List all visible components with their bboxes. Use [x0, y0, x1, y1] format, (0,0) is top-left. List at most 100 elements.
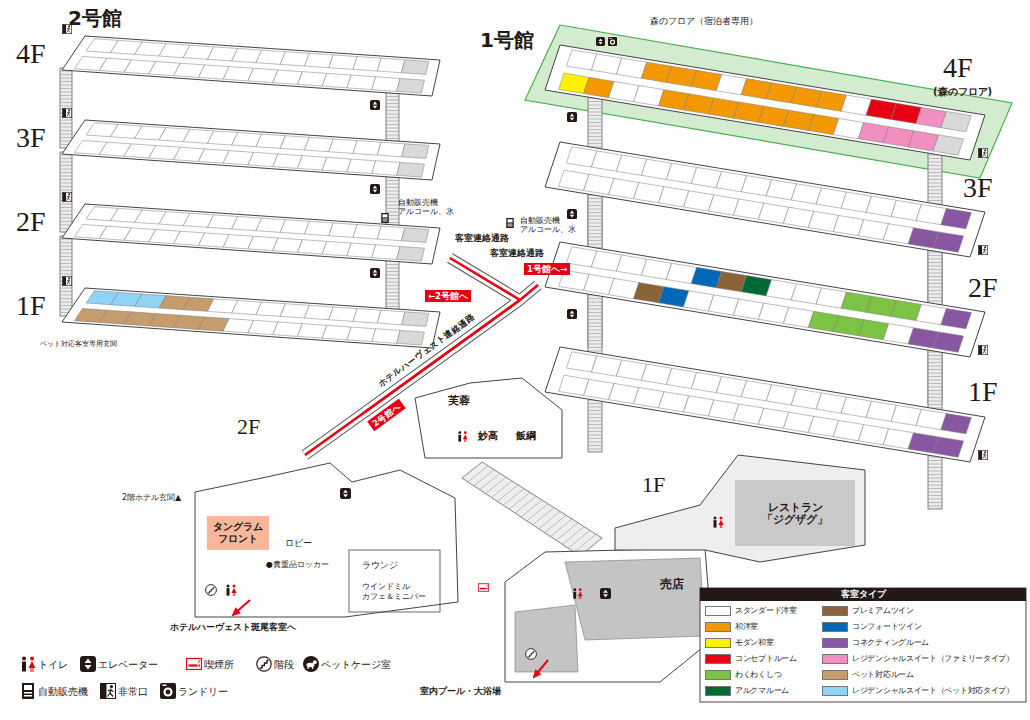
stair-step [588, 316, 602, 317]
stair-step [60, 81, 72, 82]
label-holder: ●貴重品ロッカー [266, 560, 329, 570]
legend-text: スタンダード洋室 [735, 605, 797, 616]
room-cell [329, 307, 357, 321]
drawing-part [340, 488, 351, 499]
drawing-part [578, 591, 583, 599]
drawing-part [508, 225, 513, 227]
legend-item: 和洋室 [705, 621, 758, 632]
drawing-part [101, 684, 116, 699]
exit-icon [101, 684, 116, 699]
label-holder: ホテルハーヴェスト斑尾客室へ [170, 622, 296, 632]
drawing-part [208, 587, 215, 593]
stair-step [928, 401, 942, 402]
stair-step [60, 172, 72, 173]
stair-step [386, 285, 399, 286]
stair-step [588, 344, 602, 345]
stair-step [588, 136, 602, 137]
floor-plate [62, 36, 440, 96]
drawing-part [22, 657, 26, 661]
legend-item: 階段 [256, 656, 294, 672]
room-cell [377, 226, 405, 241]
room-cell [353, 57, 381, 71]
stair-step [928, 280, 942, 281]
drawing-part [22, 662, 26, 672]
staircase [60, 236, 72, 316]
stair-step [928, 169, 942, 170]
stair-step [588, 449, 602, 450]
drawing-part [480, 588, 486, 590]
toilet-icon [573, 588, 582, 599]
stair-step [60, 88, 72, 89]
stair-step [588, 233, 602, 234]
stair-step [386, 299, 399, 300]
room-cell [353, 225, 381, 239]
stair-step [60, 165, 72, 166]
stair-step [588, 410, 602, 411]
drawing-part [67, 111, 71, 116]
node-label: (森のフロア) [933, 86, 992, 98]
vending-icon [506, 218, 514, 228]
drawing-part [983, 248, 987, 253]
legend-swatch [822, 654, 848, 664]
facility-name: ウインドミル カフェ＆ミニバー [362, 582, 434, 602]
drawing-part [979, 246, 982, 255]
legend-item: モダン和室 [705, 637, 774, 648]
stair-step [928, 273, 942, 274]
drawing-part [110, 685, 113, 688]
legend-item: 喫煙所 [186, 656, 234, 672]
drawing-part [609, 37, 611, 39]
stair-step [588, 435, 602, 436]
stair-step [386, 96, 399, 97]
exit-icon [978, 148, 987, 157]
stair-step [386, 198, 399, 199]
stair-step [60, 288, 72, 289]
drawing-part [718, 520, 723, 528]
stair-step [503, 489, 524, 506]
stair-step [386, 180, 399, 181]
room-cell [329, 139, 357, 153]
drawing-part [29, 661, 36, 672]
lounge-outline [349, 550, 440, 612]
staircase [60, 152, 72, 232]
legend-text: コンフォートツイン [852, 621, 921, 632]
stair-step [928, 492, 942, 493]
room-cell [402, 228, 429, 243]
drawing-part [979, 451, 982, 460]
smoke-icon [187, 659, 202, 670]
corridor-label: 客室連絡通路 [455, 233, 509, 243]
legend-item: 自動販売機 [20, 683, 88, 699]
stair-step [386, 114, 399, 115]
stair-step [928, 197, 942, 198]
drawing-part [579, 588, 582, 591]
drawing-part [979, 149, 982, 158]
stair-step [60, 246, 72, 247]
drawing-part [528, 651, 535, 657]
shop-area [565, 558, 705, 640]
drawing-part [63, 277, 66, 286]
floor-number: 2F [237, 414, 260, 439]
legend-item: ペット対応ルーム [822, 669, 914, 680]
room-cell [941, 413, 971, 433]
stair-step [588, 202, 602, 203]
drawing-part [22, 683, 34, 699]
plate-outline [62, 120, 440, 180]
stair-step [588, 407, 602, 408]
stair-step [60, 99, 72, 100]
legend-swatch [705, 670, 731, 680]
stairs-icon [526, 649, 537, 660]
drawing-part [526, 649, 537, 660]
stair-step [928, 179, 942, 180]
label-holder: 2号館 [68, 6, 122, 30]
stair-step [928, 183, 942, 184]
stair-step [386, 303, 399, 304]
label-holder: ペット対応客室専用玄関 [40, 340, 117, 348]
plate-outline [62, 288, 440, 348]
drawing-part [567, 112, 577, 122]
room-cell [297, 156, 326, 170]
drawing-part [383, 218, 388, 220]
floor-plate [545, 242, 985, 357]
drawing-part [984, 451, 986, 453]
elevator-icon [596, 37, 605, 46]
drawing-part [570, 311, 574, 318]
room-cell [322, 325, 351, 339]
